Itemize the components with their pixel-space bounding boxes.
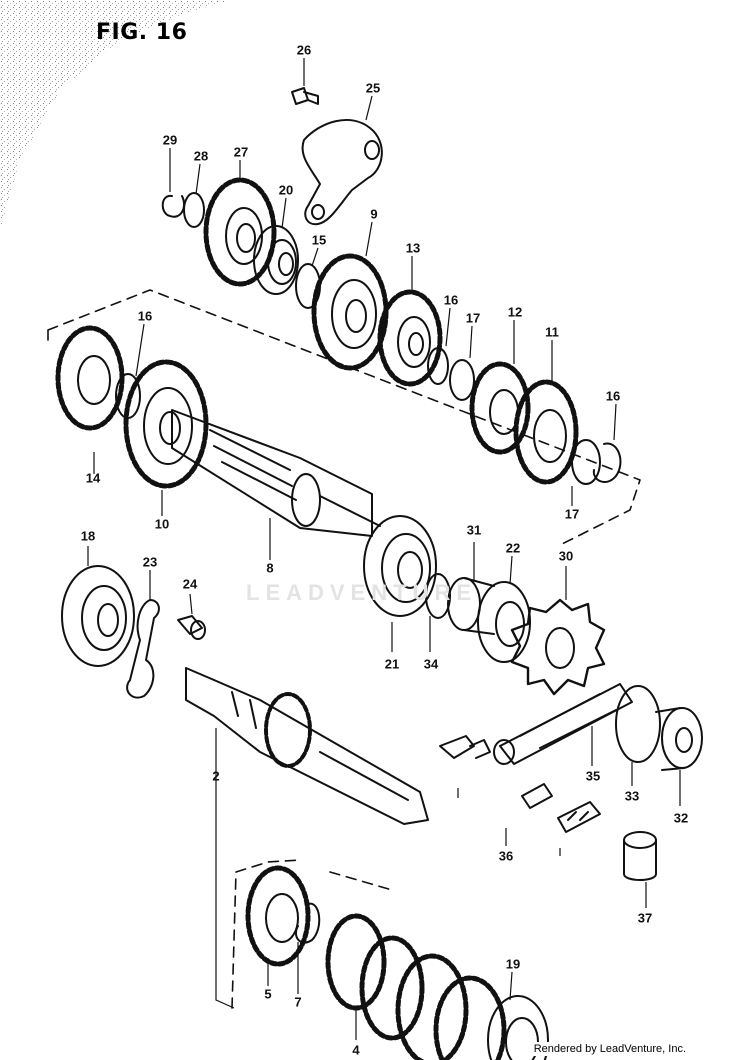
callout-17-upper: 17 <box>465 310 481 326</box>
seal-22 <box>477 581 531 663</box>
callout-21: 21 <box>384 656 400 672</box>
chain-35 <box>493 683 633 765</box>
countershaft-8 <box>171 409 381 537</box>
gear-5 <box>245 865 311 967</box>
callout-33: 33 <box>624 788 640 804</box>
callout-11: 11 <box>545 324 559 340</box>
circlip-7 <box>294 902 321 944</box>
callout-23: 23 <box>142 554 158 570</box>
plate-25 <box>301 119 383 226</box>
scan-noise <box>0 0 230 230</box>
bearing-20 <box>253 225 299 295</box>
callout-30: 30 <box>558 548 574 564</box>
callout-31: 31 <box>466 522 482 538</box>
render-credit: Rendered by LeadVenture, Inc. <box>531 1042 688 1056</box>
callout-13: 13 <box>405 240 421 256</box>
callout-16-right: 16 <box>605 388 621 404</box>
callout-5: 5 <box>264 986 272 1002</box>
leader-lines <box>87 58 681 1040</box>
bearing-18 <box>61 565 135 667</box>
callout-15: 15 <box>311 232 327 248</box>
circlip-34 <box>425 573 451 619</box>
circlip-16-right <box>592 442 622 484</box>
callout-27: 27 <box>233 144 249 160</box>
gear-9 <box>311 253 389 371</box>
callout-8: 8 <box>266 560 274 576</box>
lower-assembly-frame <box>231 859 393 1009</box>
main-shaft-2 <box>185 667 429 825</box>
callout-18: 18 <box>80 528 96 544</box>
upper-assembly-frame <box>47 289 641 546</box>
chain-joint-36 <box>439 735 601 833</box>
callout-2: 2 <box>212 768 220 784</box>
callout-12: 12 <box>507 304 523 320</box>
gear-11 <box>513 379 579 485</box>
washer-33 <box>615 685 661 763</box>
callout-26: 26 <box>296 42 312 58</box>
callout-25: 25 <box>365 80 381 96</box>
watermark: LEADVENTURE <box>246 580 478 605</box>
callout-9: 9 <box>370 206 378 222</box>
callout-29: 29 <box>162 132 178 148</box>
bracket-23 <box>126 599 160 699</box>
callout-4: 4 <box>352 1042 360 1058</box>
screw-24 <box>177 615 206 640</box>
washer-17-lower <box>571 439 601 485</box>
spacer-32 <box>655 707 703 771</box>
washer-17-upper <box>449 359 475 401</box>
figure-title: FIG. 16 <box>96 20 188 45</box>
callout-17-lower: 17 <box>564 506 580 522</box>
callout-35: 35 <box>585 768 601 784</box>
circlip-29 <box>161 194 186 218</box>
gear-14 <box>55 325 125 431</box>
callout-32: 32 <box>673 810 689 826</box>
callout-28: 28 <box>193 148 209 164</box>
bearing-21 <box>363 515 437 617</box>
gear-4 <box>325 913 507 1060</box>
callout-16-upper: 16 <box>443 292 459 308</box>
callout-20: 20 <box>278 182 294 198</box>
bolt-26 <box>291 87 319 105</box>
gear-10 <box>123 359 209 489</box>
callout-19: 19 <box>505 956 521 972</box>
callout-14: 14 <box>85 470 101 486</box>
callout-37: 37 <box>637 910 653 926</box>
circlip-16-upper <box>427 347 449 385</box>
callout-34: 34 <box>423 656 439 672</box>
sprocket-30 <box>510 598 606 696</box>
gear-13 <box>377 289 443 387</box>
callout-16-left: 16 <box>137 308 153 324</box>
bushing-37 <box>623 831 657 881</box>
callout-36: 36 <box>498 848 514 864</box>
callout-7: 7 <box>294 994 302 1010</box>
callout-22: 22 <box>505 540 521 556</box>
callout-10: 10 <box>154 516 170 532</box>
callout-24: 24 <box>182 576 198 592</box>
washer-28 <box>183 192 205 228</box>
